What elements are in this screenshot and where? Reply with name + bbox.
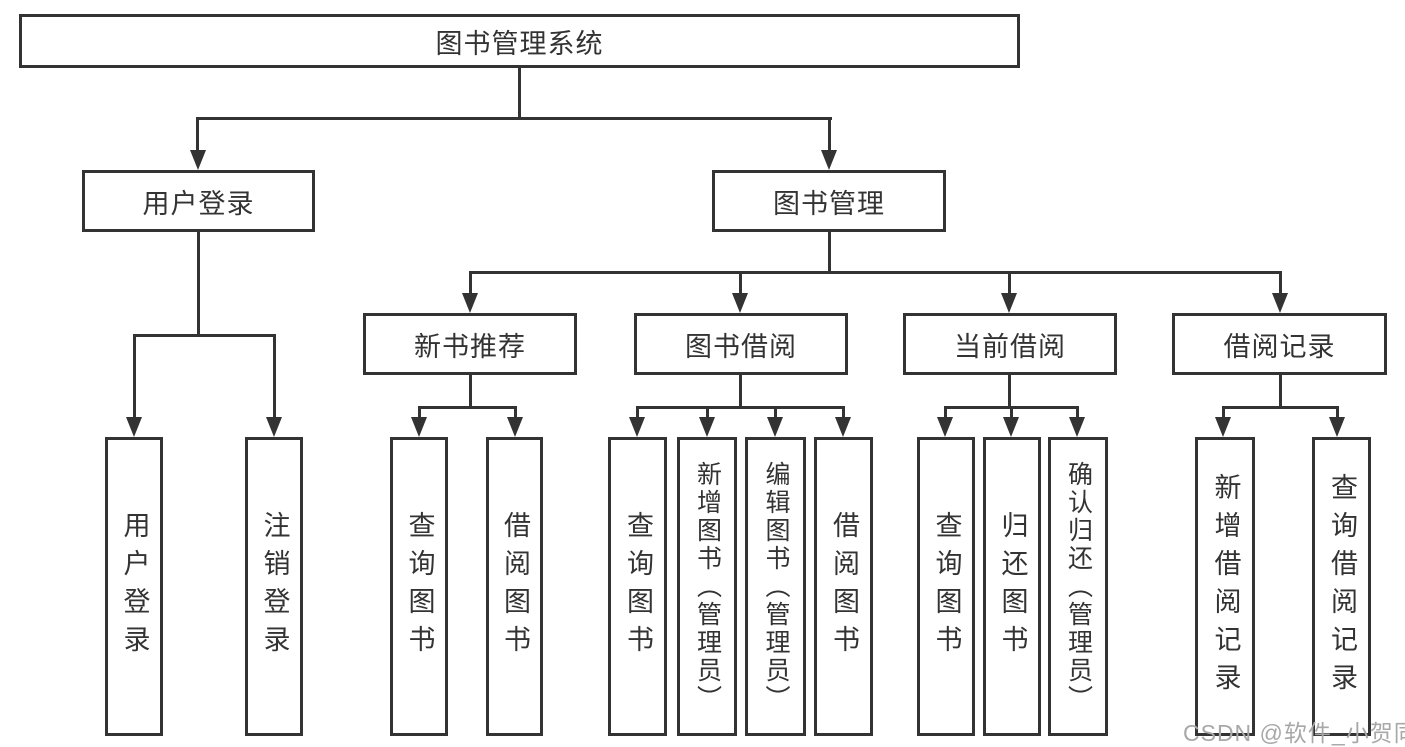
node-leaf-query-borrow-record: 查询借阅记录 — [1312, 437, 1371, 736]
node-leaf-logout: 注销登录 — [245, 437, 303, 736]
connector-line — [842, 406, 845, 420]
node-label: 新增借阅记录 — [1210, 472, 1241, 701]
arrow-down-icon — [629, 417, 645, 437]
connector-line — [706, 406, 709, 420]
connector-line — [1008, 271, 1011, 297]
arrow-down-icon — [1003, 417, 1019, 437]
connector-line — [636, 406, 639, 420]
connector-line — [1076, 406, 1079, 420]
arrow-down-icon — [126, 417, 142, 437]
node-label: 查询图书 — [931, 510, 962, 663]
connector-line — [1010, 406, 1013, 420]
node-label: 借阅记录 — [1223, 331, 1336, 362]
node-label: 确认归还（管理员） — [1064, 460, 1093, 713]
arrow-down-icon — [462, 293, 478, 313]
connector-line — [418, 406, 517, 409]
connector-line — [469, 271, 472, 297]
connector-line — [469, 375, 472, 409]
connector-line — [418, 406, 421, 420]
arrow-down-icon — [1069, 417, 1085, 437]
connector-line — [828, 117, 831, 153]
node-label: 借阅图书 — [829, 510, 859, 663]
node-label: 图书借阅 — [685, 331, 797, 362]
node-label: 当前借阅 — [954, 331, 1066, 362]
node-leaf-add-book-admin: 新增图书（管理员） — [677, 437, 737, 736]
arrow-down-icon — [699, 417, 715, 437]
connector-line — [739, 375, 742, 409]
node-leaf-borrow-book: 借阅图书 — [814, 437, 873, 736]
arrow-down-icon — [1215, 417, 1231, 437]
arrow-down-icon — [190, 150, 206, 170]
connector-line — [1279, 375, 1282, 409]
connector-line — [514, 406, 517, 420]
connector-line — [133, 334, 276, 337]
csdn-watermark: CSDN @软件_小贺同学 — [1183, 720, 1405, 746]
node-current-borrow: 当前借阅 — [903, 313, 1117, 375]
node-leaf-user-login: 用户登录 — [105, 437, 163, 736]
connector-line — [196, 117, 832, 120]
connector-line — [1008, 375, 1011, 409]
node-user-login: 用户登录 — [82, 170, 315, 232]
node-label: 新书推荐 — [414, 331, 526, 362]
arrow-down-icon — [1329, 417, 1345, 437]
arrow-down-icon — [821, 150, 837, 170]
node-root-library-system: 图书管理系统 — [19, 14, 1020, 68]
node-label: 新增图书（管理员） — [693, 460, 722, 713]
node-label: 编辑图书（管理员） — [762, 460, 790, 713]
node-label: 图书管理系统 — [435, 28, 604, 59]
node-new-book-recommend: 新书推荐 — [363, 313, 577, 375]
node-leaf-query-book: 查询图书 — [917, 437, 975, 736]
connector-line — [739, 271, 742, 297]
arrow-down-icon — [732, 293, 748, 313]
arrow-down-icon — [411, 417, 427, 437]
connector-line — [518, 68, 521, 118]
connector-line — [1222, 406, 1339, 409]
arrow-down-icon — [266, 417, 282, 437]
node-book-management: 图书管理 — [712, 170, 946, 232]
node-label: 查询借阅记录 — [1327, 472, 1357, 701]
arrow-down-icon — [767, 417, 783, 437]
node-label: 用户登录 — [119, 510, 150, 663]
arrow-down-icon — [835, 417, 851, 437]
node-label: 用户登录 — [142, 188, 255, 219]
node-label: 查询图书 — [404, 510, 435, 663]
node-label: 注销登录 — [259, 510, 290, 663]
node-book-borrow: 图书借阅 — [634, 313, 848, 375]
connector-line — [828, 232, 831, 274]
node-leaf-borrow-book: 借阅图书 — [486, 437, 543, 736]
arrow-down-icon — [1001, 293, 1017, 313]
connector-line — [1222, 406, 1225, 420]
node-label: 借阅图书 — [500, 510, 530, 663]
node-label: 归还图书 — [997, 510, 1028, 663]
connector-line — [1279, 271, 1282, 297]
connector-line — [1336, 406, 1339, 420]
node-leaf-add-borrow-record: 新增借阅记录 — [1195, 437, 1255, 736]
node-label: 查询图书 — [623, 510, 653, 663]
connector-line — [273, 334, 276, 420]
node-leaf-edit-book-admin: 编辑图书（管理员） — [745, 437, 806, 736]
connector-line — [196, 117, 199, 153]
arrow-down-icon — [937, 417, 953, 437]
node-leaf-return-book: 归还图书 — [983, 437, 1041, 736]
node-leaf-query-book: 查询图书 — [608, 437, 667, 736]
node-leaf-query-book: 查询图书 — [390, 437, 448, 736]
node-borrow-record: 借阅记录 — [1172, 313, 1387, 375]
connector-line — [469, 271, 1282, 274]
connector-line — [197, 232, 200, 336]
connector-line — [944, 406, 947, 420]
arrow-down-icon — [507, 417, 523, 437]
connector-line — [774, 406, 777, 420]
node-leaf-confirm-return-admin: 确认归还（管理员） — [1048, 437, 1108, 736]
arrow-down-icon — [1272, 293, 1288, 313]
connector-line — [133, 334, 136, 420]
node-label: 图书管理 — [773, 188, 885, 219]
connector-line — [636, 406, 845, 409]
